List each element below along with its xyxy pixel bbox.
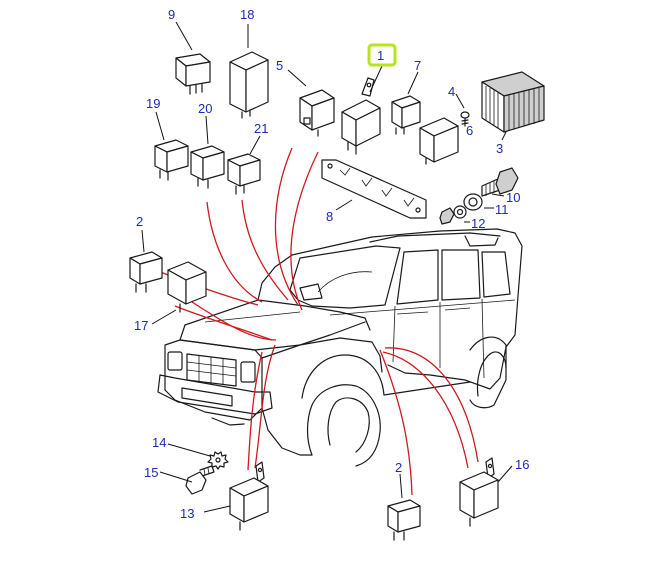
- nut-part-12[interactable]: [439, 205, 467, 225]
- relay-part-13[interactable]: [229, 461, 269, 531]
- callout-14[interactable]: 14: [152, 435, 166, 450]
- screw-part-4[interactable]: [460, 111, 470, 127]
- callout-5[interactable]: 5: [276, 58, 283, 73]
- callout-20[interactable]: 20: [198, 101, 212, 116]
- vehicle-drawing: [157, 228, 523, 467]
- callout-15[interactable]: 15: [144, 465, 158, 480]
- module-part-18[interactable]: [229, 51, 269, 119]
- callout-2-upper[interactable]: 2: [136, 214, 143, 229]
- callout-19[interactable]: 19: [146, 96, 160, 111]
- relay-part-9[interactable]: [175, 53, 211, 95]
- bolt-part-15[interactable]: [185, 465, 215, 495]
- callout-21[interactable]: 21: [254, 121, 268, 136]
- relay-part-2-upper[interactable]: [129, 251, 163, 293]
- star-washer-part-14[interactable]: [207, 451, 229, 470]
- callout-4[interactable]: 4: [448, 84, 455, 99]
- callout-11[interactable]: 11: [495, 202, 509, 217]
- callout-8[interactable]: 8: [326, 209, 333, 224]
- bolt-part-10[interactable]: [481, 167, 519, 197]
- callout-labels: 9 18 1 5 7 4 6 3 19 20 21 10 11 12 8 2 1…: [134, 7, 529, 521]
- selected-callout-highlight: [367, 43, 397, 67]
- callout-13[interactable]: 13: [180, 506, 194, 521]
- callout-1[interactable]: 1: [377, 48, 384, 63]
- relay-part-7[interactable]: [391, 95, 421, 135]
- relay-part-19[interactable]: [154, 139, 189, 181]
- callout-7[interactable]: 7: [414, 58, 421, 73]
- relay-part-21[interactable]: [227, 153, 261, 195]
- relay-part-20[interactable]: [190, 145, 225, 189]
- wiring-leads: [149, 147, 479, 496]
- callout-2-lower[interactable]: 2: [395, 460, 402, 475]
- callout-9[interactable]: 9: [168, 7, 175, 22]
- relay-part-17[interactable]: [167, 261, 207, 313]
- callout-12[interactable]: 12: [471, 216, 485, 231]
- mounting-bracket-part-8[interactable]: [321, 159, 427, 219]
- callout-10[interactable]: 10: [506, 190, 520, 205]
- callout-16[interactable]: 16: [515, 457, 529, 472]
- leader-lines: [141, 21, 513, 513]
- relay-part-6[interactable]: [419, 117, 459, 165]
- washer-part-11[interactable]: [463, 193, 483, 211]
- relay-part-16[interactable]: [459, 457, 499, 527]
- relay-part-5[interactable]: [299, 89, 335, 137]
- callout-17[interactable]: 17: [134, 318, 148, 333]
- callout-3[interactable]: 3: [496, 141, 503, 156]
- callout-18[interactable]: 18: [240, 7, 254, 22]
- relay-part-1[interactable]: [341, 77, 381, 155]
- relay-part-2-lower[interactable]: [387, 499, 421, 541]
- control-unit-part-3[interactable]: [481, 71, 545, 133]
- callout-6[interactable]: 6: [466, 123, 473, 138]
